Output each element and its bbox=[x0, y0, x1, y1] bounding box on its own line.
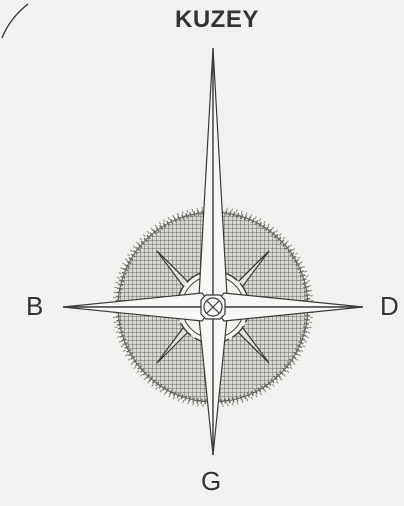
label-east: D bbox=[380, 293, 399, 319]
center-hub bbox=[201, 295, 225, 319]
cardinal-points bbox=[63, 48, 363, 455]
label-west: B bbox=[26, 293, 43, 319]
corner-arc bbox=[2, 4, 28, 38]
label-south: G bbox=[201, 468, 221, 494]
label-north: KUZEY bbox=[175, 8, 259, 32]
